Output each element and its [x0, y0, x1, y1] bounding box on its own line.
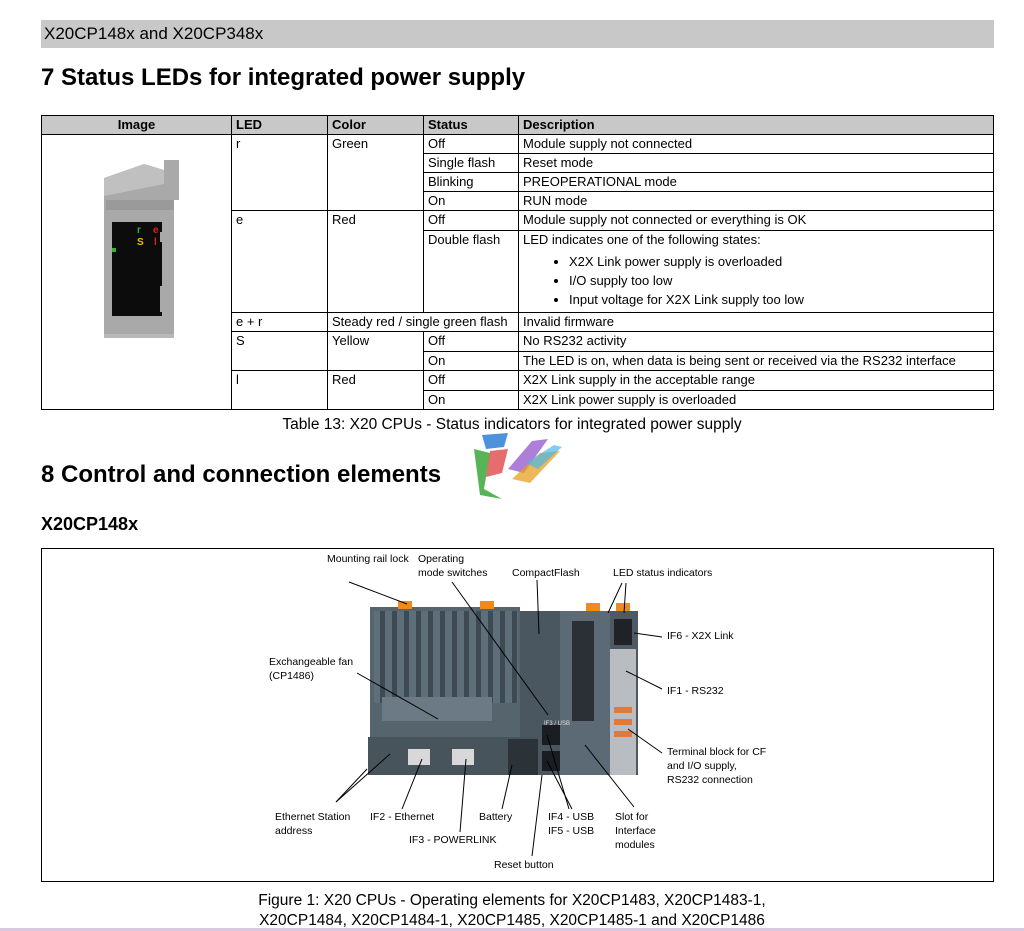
- status-cell: Off: [423, 370, 519, 391]
- logo-watermark-icon: [474, 433, 562, 499]
- description-cell: Module supply not connected or everythin…: [518, 210, 994, 231]
- col-header-color: Color: [327, 115, 424, 135]
- cpu-device-illustration: IF3 / USB: [335, 579, 663, 857]
- led-label-s: S: [137, 237, 144, 248]
- led-label-e: e: [153, 225, 159, 236]
- table-row: Single flash Reset mode: [42, 153, 994, 173]
- led-label-r: r: [137, 225, 141, 236]
- description-cell: No RS232 activity: [518, 331, 994, 352]
- description-cell: PREOPERATIONAL mode: [518, 172, 994, 192]
- callout-battery: Battery: [479, 811, 513, 823]
- status-cell: On: [423, 351, 519, 371]
- table-row: On X2X Link power supply is overloaded: [42, 390, 994, 410]
- color-cell: Red: [327, 210, 424, 313]
- running-header-title: X20CP148x and X20CP348x: [44, 24, 264, 43]
- description-text: LED indicates one of the following state…: [523, 232, 761, 247]
- callout-if1: IF1 - RS232: [667, 685, 724, 697]
- subsection-heading: X20CP148x: [41, 514, 139, 534]
- running-header: X20CP148x and X20CP348x: [41, 20, 994, 48]
- description-cell: Module supply not connected: [518, 134, 994, 154]
- status-cell: Off: [423, 134, 519, 154]
- callout-if3: IF3 - POWERLINK: [409, 834, 497, 846]
- callout-terminal-block: Terminal block for CF and I/O supply, RS…: [667, 746, 767, 786]
- table-row: Blinking PREOPERATIONAL mode: [42, 172, 994, 192]
- callout-operating-mode-switches: Operating mode switches: [418, 553, 488, 579]
- callout-led-status-indicators: LED status indicators: [613, 567, 713, 579]
- callout-if6: IF6 - X2X Link: [667, 630, 734, 642]
- section-7-heading: 7 Status LEDs for integrated power suppl…: [41, 64, 526, 91]
- status-cell: On: [423, 390, 519, 410]
- figure-caption-line-1: Figure 1: X20 CPUs - Operating elements …: [258, 892, 766, 909]
- table-caption: Table 13: X20 CPUs - Status indicators f…: [282, 416, 742, 433]
- figure-box: IF3 / USB Mounting rail lock Operating m…: [41, 548, 994, 882]
- description-cell: Reset mode: [518, 153, 994, 173]
- callout-if2: IF2 - Ethernet: [370, 811, 435, 823]
- table-row: e + r Steady red / single green flash In…: [42, 312, 994, 332]
- callout-reset-button: Reset button: [494, 859, 554, 871]
- led-cell: e + r: [231, 312, 328, 332]
- list-item: I/O supply too low: [569, 271, 989, 290]
- description-cell: Invalid firmware: [518, 312, 994, 332]
- callout-if5: IF5 - USB: [548, 825, 595, 837]
- status-cell: On: [423, 191, 519, 211]
- led-cell: e: [231, 210, 328, 313]
- table-row: r e S l r Green Off Module supply not co…: [41, 134, 994, 410]
- callout-compactflash: CompactFlash: [512, 567, 580, 579]
- description-cell: LED indicates one of the following state…: [518, 230, 994, 313]
- table-row: Double flash LED indicates one of the fo…: [42, 230, 994, 313]
- col-header-image: Image: [41, 115, 232, 135]
- table-row: On The LED is on, when data is being sen…: [42, 351, 994, 371]
- device-port-label: IF3 / USB: [544, 721, 570, 727]
- status-cell: Off: [423, 331, 519, 352]
- col-header-description: Description: [518, 115, 994, 135]
- state-list: X2X Link power supply is overloaded I/O …: [523, 252, 989, 309]
- callout-if4: IF4 - USB: [548, 811, 595, 823]
- status-cell: Blinking: [423, 172, 519, 192]
- table-row: e Red Off Module supply not connected or…: [42, 210, 994, 313]
- status-led-table: Image LED Color Status Description r: [41, 115, 994, 410]
- section-8-heading: 8 Control and connection elements: [41, 461, 442, 488]
- color-cell: Green: [327, 134, 424, 211]
- led-cell: r: [231, 134, 328, 211]
- description-cell: X2X Link power supply is overloaded: [518, 390, 994, 410]
- list-item: Input voltage for X2X Link supply too lo…: [569, 290, 989, 309]
- callout-mounting-rail-lock: Mounting rail lock: [327, 553, 409, 565]
- status-cell: Single flash: [423, 153, 519, 173]
- led-cell: S: [231, 331, 328, 371]
- status-cell: Off: [423, 210, 519, 231]
- callout-ethernet-station-address: Ethernet Station address: [275, 811, 351, 837]
- col-header-led: LED: [231, 115, 328, 135]
- col-header-status: Status: [423, 115, 519, 135]
- power-supply-module-image: r e S l: [104, 160, 179, 338]
- led-label-l: l: [154, 237, 157, 248]
- status-cell: Double flash: [423, 230, 519, 313]
- table-row: S Yellow Off No RS232 activity: [42, 331, 994, 371]
- table-header-row: Image LED Color Status Description: [41, 115, 994, 135]
- color-cell: Steady red / single green flash: [327, 312, 519, 332]
- page-bottom-rule: [0, 928, 1024, 931]
- callout-slot-interface-modules: Slot for Interface modules: [615, 811, 656, 851]
- description-cell: RUN mode: [518, 191, 994, 211]
- figure-caption-line-2: X20CP1484, X20CP1484-1, X20CP1485, X20CP…: [259, 912, 765, 928]
- color-cell: Red: [327, 370, 424, 410]
- color-cell: Yellow: [327, 331, 424, 371]
- led-cell: l: [231, 370, 328, 410]
- list-item: X2X Link power supply is overloaded: [569, 252, 989, 271]
- module-image-cell: r e S l: [41, 134, 232, 410]
- description-cell: X2X Link supply in the acceptable range: [518, 370, 994, 391]
- description-cell: The LED is on, when data is being sent o…: [518, 351, 994, 371]
- callout-exchangeable-fan: Exchangeable fan (CP1486): [269, 656, 354, 682]
